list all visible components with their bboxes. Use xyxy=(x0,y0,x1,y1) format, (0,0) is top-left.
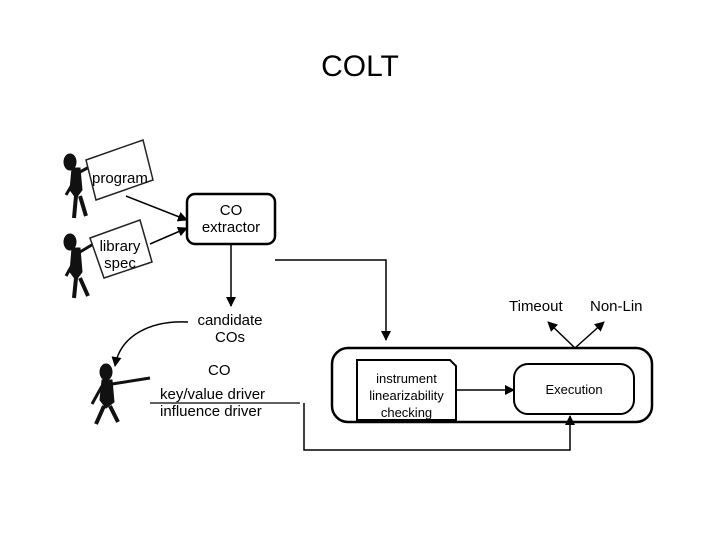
document-icon xyxy=(85,139,154,201)
diagram-title: COLT xyxy=(321,50,399,83)
program-label: program xyxy=(92,170,148,187)
candidate-cos-label: candidate COs xyxy=(180,312,280,346)
instrument-label: instrument linearizability checking xyxy=(357,370,456,421)
spec-label: spec xyxy=(104,255,136,272)
person-icon xyxy=(63,233,101,299)
person-icon xyxy=(90,363,151,425)
candidate-line2: COs xyxy=(215,329,245,346)
timeout-label: Timeout xyxy=(509,298,563,315)
instrument-line2: linearizability xyxy=(369,388,444,403)
co-extractor-line1: CO xyxy=(219,202,243,219)
candidate-line1: candidate xyxy=(197,312,263,329)
co-label: CO xyxy=(208,362,231,379)
co-extractor-label: CO extractor xyxy=(187,202,275,236)
influence-driver-label: influence driver xyxy=(160,403,262,420)
co-extractor-line2: extractor xyxy=(201,219,261,236)
instrument-line3: checking xyxy=(380,405,433,420)
execution-label: Execution xyxy=(545,382,603,397)
key-value-driver-label: key/value driver xyxy=(160,386,266,403)
instrument-line1: instrument xyxy=(376,371,437,386)
library-spec-label: library spec xyxy=(90,238,150,272)
library-label: library xyxy=(99,238,141,255)
instrument-box xyxy=(356,359,457,421)
document-icon xyxy=(89,219,153,279)
nonlin-label: Non-Lin xyxy=(590,298,643,315)
